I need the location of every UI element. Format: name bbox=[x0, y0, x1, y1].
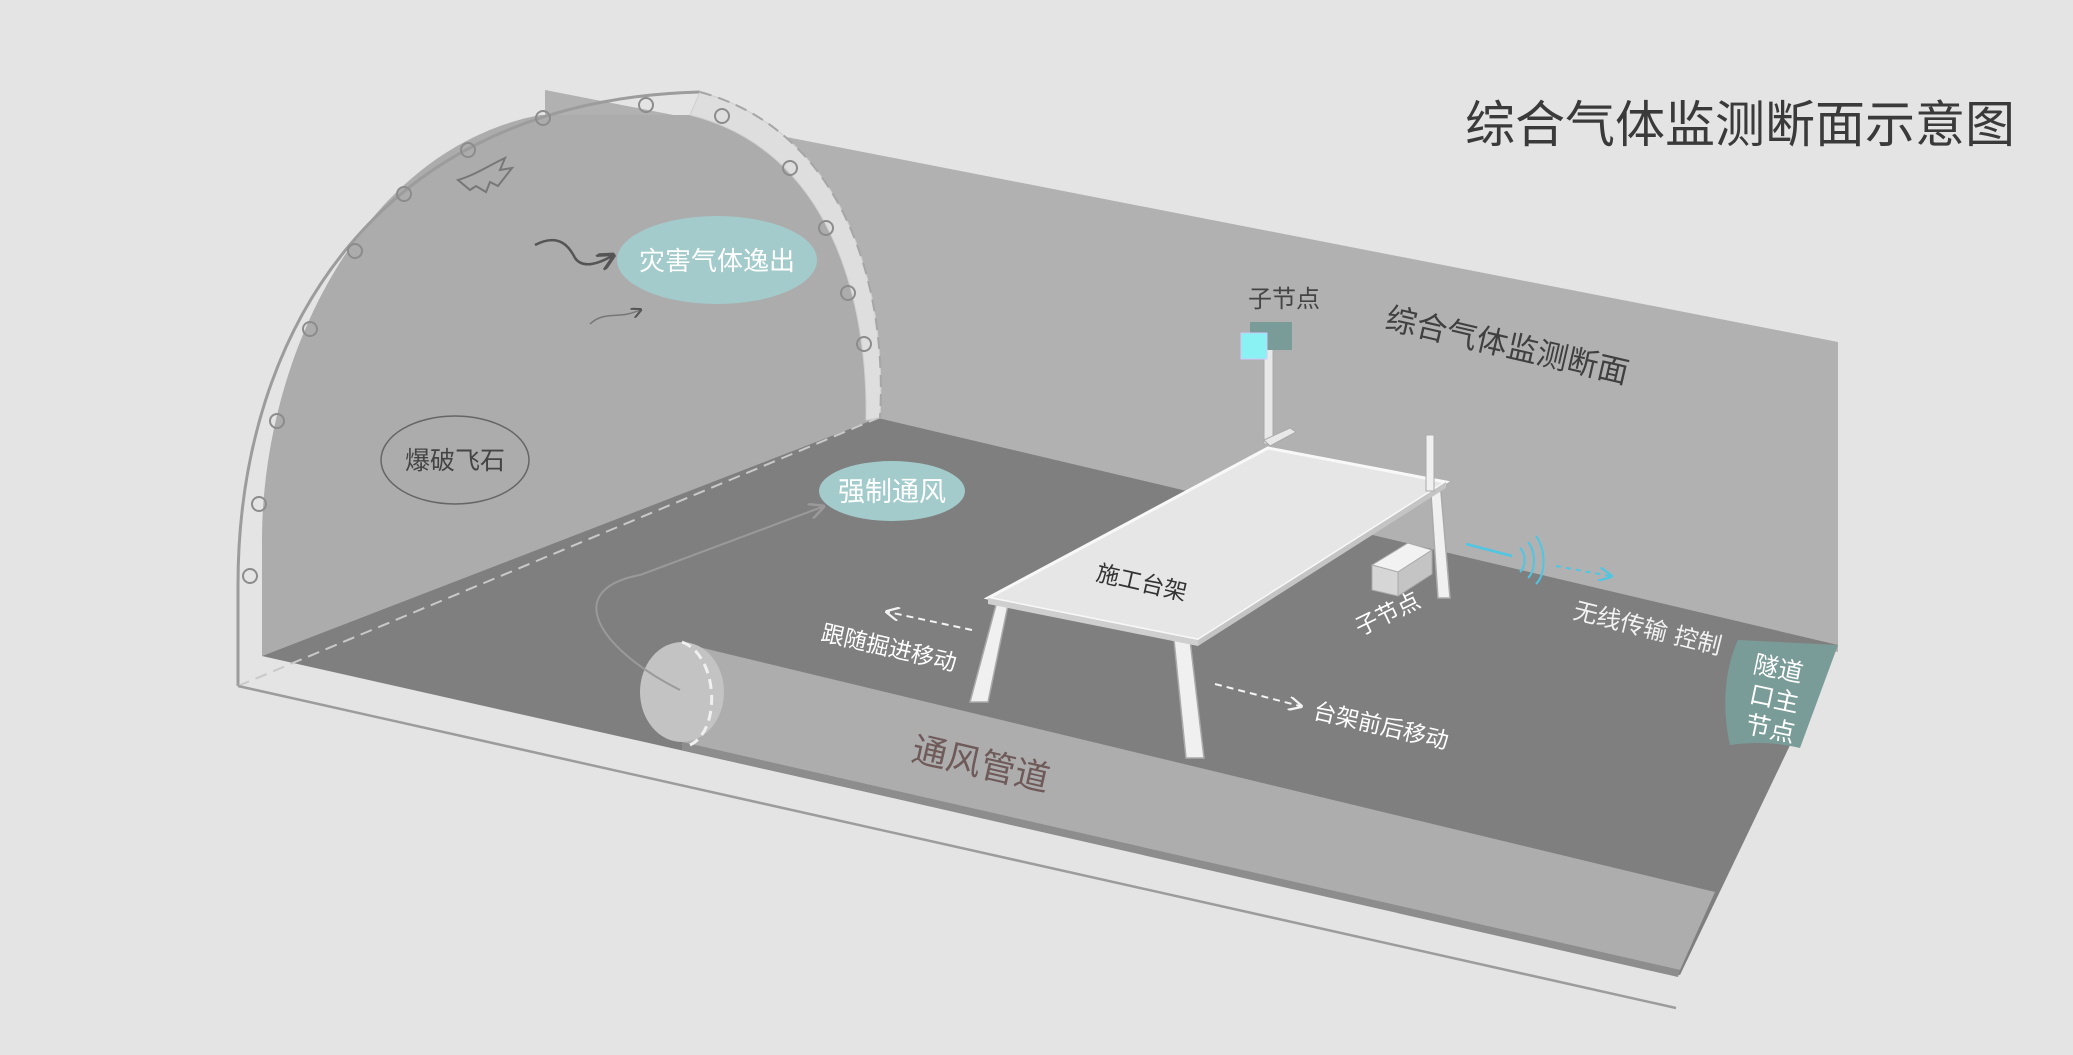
floor-front-dash bbox=[237, 417, 879, 687]
sensor-box-side bbox=[1397, 549, 1433, 597]
disaster-gas-label: 灾害气体逸出 bbox=[639, 247, 795, 277]
bolt bbox=[251, 496, 267, 512]
pole-brace bbox=[1263, 427, 1297, 447]
platform-mast bbox=[1425, 434, 1435, 492]
tunnel-back-wall bbox=[545, 90, 1838, 652]
bolt bbox=[856, 336, 872, 352]
wireless-signal bbox=[1465, 535, 1610, 585]
bolt bbox=[535, 110, 551, 126]
main-node-shape bbox=[1725, 640, 1838, 748]
arch-frame-outer bbox=[236, 90, 701, 686]
sensor-light-icon bbox=[1240, 332, 1268, 360]
blast-rock-bubble bbox=[380, 415, 530, 505]
sub-node-top-label: 子节点 bbox=[1248, 285, 1320, 313]
platform-front-edge bbox=[988, 598, 1198, 646]
bolt bbox=[302, 321, 318, 337]
signal-wave-icon bbox=[1527, 541, 1535, 579]
gas-flow-small-arrow-icon bbox=[589, 310, 640, 325]
bolt bbox=[782, 160, 798, 176]
platform-move-arrow bbox=[1214, 683, 1300, 706]
ventilation-flow-arrow bbox=[595, 507, 822, 691]
forced-ventilation-label: 强制通风 bbox=[838, 477, 946, 508]
gas-flow-arrow-icon bbox=[534, 238, 612, 264]
forced-ventilation-bubble bbox=[819, 461, 965, 521]
signal-line bbox=[1465, 542, 1513, 558]
tunnel-main-node: 隧道 口主 节点 bbox=[1725, 640, 1838, 748]
duct-bottom-edge bbox=[682, 742, 1680, 977]
arch-bolts bbox=[242, 97, 872, 584]
duct-opening bbox=[640, 642, 724, 742]
bolt bbox=[242, 568, 258, 584]
bolt bbox=[460, 142, 476, 158]
bolt bbox=[347, 243, 363, 259]
crack-icon bbox=[455, 156, 515, 194]
blast-rock-label: 爆破飞石 bbox=[405, 446, 505, 475]
bolt bbox=[818, 220, 834, 236]
ground-line bbox=[237, 684, 1677, 1010]
signal-wave-icon bbox=[1535, 535, 1545, 585]
follow-move-arrow bbox=[888, 612, 973, 631]
platform-side-edge bbox=[1198, 482, 1446, 646]
bolt bbox=[396, 186, 412, 202]
signal-wave-icon bbox=[1519, 547, 1526, 573]
diagram-title: 综合气体监测断面示意图 bbox=[1465, 96, 2015, 154]
bolt bbox=[638, 97, 654, 113]
ventilation-duct bbox=[682, 643, 1715, 970]
arch-lining-dash bbox=[699, 91, 882, 419]
bolt bbox=[714, 108, 730, 124]
construction-platform: 施工台架 bbox=[969, 434, 1451, 759]
bolt bbox=[269, 413, 285, 429]
bolt bbox=[840, 285, 856, 301]
disaster-gas-bubble bbox=[617, 216, 817, 304]
sub-node-top: 子节点 bbox=[1240, 285, 1320, 447]
